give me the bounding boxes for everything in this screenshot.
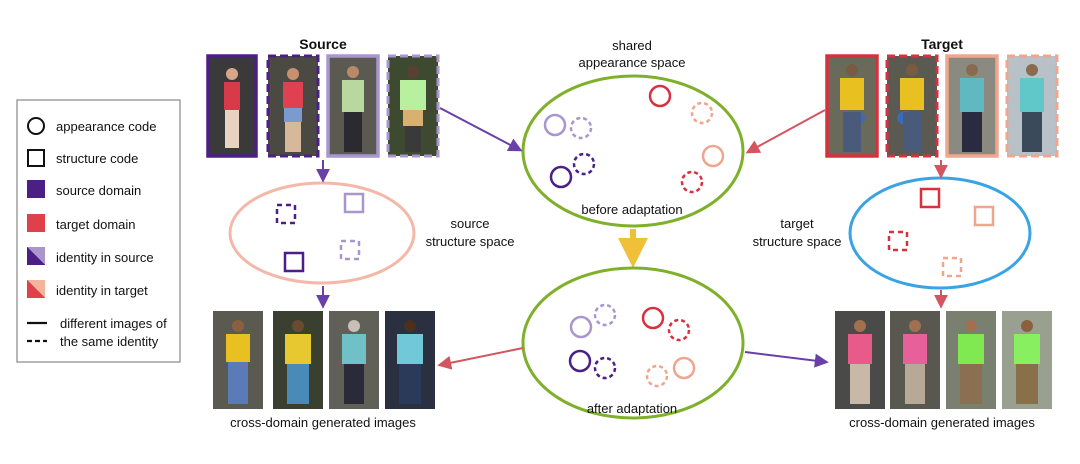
generated-image-2 — [273, 311, 323, 409]
appearance-code-icon — [667, 318, 691, 342]
legend: appearance code structure code source do… — [16, 99, 181, 363]
after-adaptation-label: after adaptation — [587, 401, 677, 416]
source-photo-1 — [206, 54, 258, 158]
appearance-code-icon — [648, 84, 672, 108]
target-domain-swatch — [27, 214, 45, 232]
appearance-code-icon — [543, 113, 567, 137]
appearance-ellipse-before — [521, 74, 745, 228]
target-heading: Target — [921, 36, 963, 52]
appearance-code-icon — [672, 356, 696, 380]
source-heading: Source — [299, 36, 347, 52]
appearance-space-after: after adaptation — [521, 266, 745, 420]
legend-label-identity-target: identity in target — [56, 283, 148, 298]
legend-line-note-2: the same identity — [60, 334, 159, 349]
appearance-code-icon — [568, 349, 592, 373]
appearance-code-icon — [27, 117, 45, 135]
appearance-code-icon — [645, 364, 669, 388]
source-structure-space — [228, 181, 416, 285]
generated-image-6 — [890, 311, 940, 409]
legend-label-identity-source: identity in source — [56, 250, 154, 265]
generated-image-3 — [329, 311, 379, 409]
source-to-appearance-arrow — [439, 107, 523, 152]
appearance-ellipse-after — [521, 266, 745, 420]
legend-label-target-domain: target domain — [56, 217, 136, 232]
source-structure-label-1: source — [450, 216, 489, 231]
structure-code-icon — [887, 230, 909, 252]
shared-space-title-2: appearance space — [579, 55, 686, 70]
structure-code-icon — [339, 239, 361, 261]
source-domain-swatch — [27, 180, 45, 198]
legend-label-appearance-code: appearance code — [56, 119, 156, 134]
structure-code-icon — [283, 251, 305, 273]
target-photos — [825, 54, 1059, 158]
generated-image-8 — [1002, 311, 1052, 409]
appearance-code-icon — [641, 306, 665, 330]
appearance-code-icon — [549, 165, 573, 189]
structure-code-icon — [27, 149, 45, 167]
appearance-code-icon — [701, 144, 725, 168]
target-photo-4 — [1005, 54, 1059, 158]
appearance-code-icon — [680, 170, 704, 194]
appearance-code-icon — [593, 356, 617, 380]
target-structure-label-2: structure space — [753, 234, 842, 249]
source-photo-4 — [386, 54, 440, 158]
identity-source-swatch — [27, 247, 45, 265]
after-to-source-generated-arrow — [437, 347, 524, 370]
source-structure-label-2: structure space — [426, 234, 515, 249]
identity-target-swatch — [27, 280, 45, 298]
target-photo-3 — [945, 54, 999, 158]
source-photo-2 — [266, 54, 320, 158]
generated-image-4 — [385, 311, 435, 409]
target-photo-2 — [885, 54, 939, 158]
appearance-code-icon — [569, 116, 593, 140]
appearance-code-icon — [572, 152, 596, 176]
generated-image-7 — [946, 311, 996, 409]
source-photos — [206, 54, 440, 158]
appearance-code-icon — [690, 101, 714, 125]
structure-code-icon — [919, 187, 941, 209]
structure-code-icon — [275, 203, 297, 225]
generated-image-1 — [213, 311, 263, 409]
source-photo-3 — [326, 54, 380, 158]
structure-code-icon — [941, 256, 963, 278]
source-generated-images — [213, 311, 435, 409]
appearance-space-before: before adaptation — [521, 74, 745, 228]
target-structure-space — [848, 176, 1032, 290]
structure-code-icon — [973, 205, 995, 227]
appearance-code-icon — [593, 303, 617, 327]
structure-code-icon — [343, 192, 365, 214]
shared-space-title-1: shared — [612, 38, 652, 53]
arrows — [316, 107, 948, 370]
right-caption: cross-domain generated images — [849, 415, 1035, 430]
appearance-code-icon — [569, 315, 593, 339]
target-photo-1 — [825, 54, 879, 158]
source-structure-ellipse — [228, 181, 416, 285]
legend-line-note-1: different images of — [60, 316, 167, 331]
generated-image-5 — [835, 311, 885, 409]
target-to-appearance-arrow — [745, 109, 826, 154]
after-to-target-generated-arrow — [744, 351, 829, 368]
left-caption: cross-domain generated images — [230, 415, 416, 430]
target-structure-label-1: target — [780, 216, 814, 231]
before-adaptation-label: before adaptation — [581, 202, 682, 217]
legend-label-source-domain: source domain — [56, 183, 141, 198]
target-generated-images — [835, 311, 1052, 409]
legend-label-structure-code: structure code — [56, 151, 138, 166]
